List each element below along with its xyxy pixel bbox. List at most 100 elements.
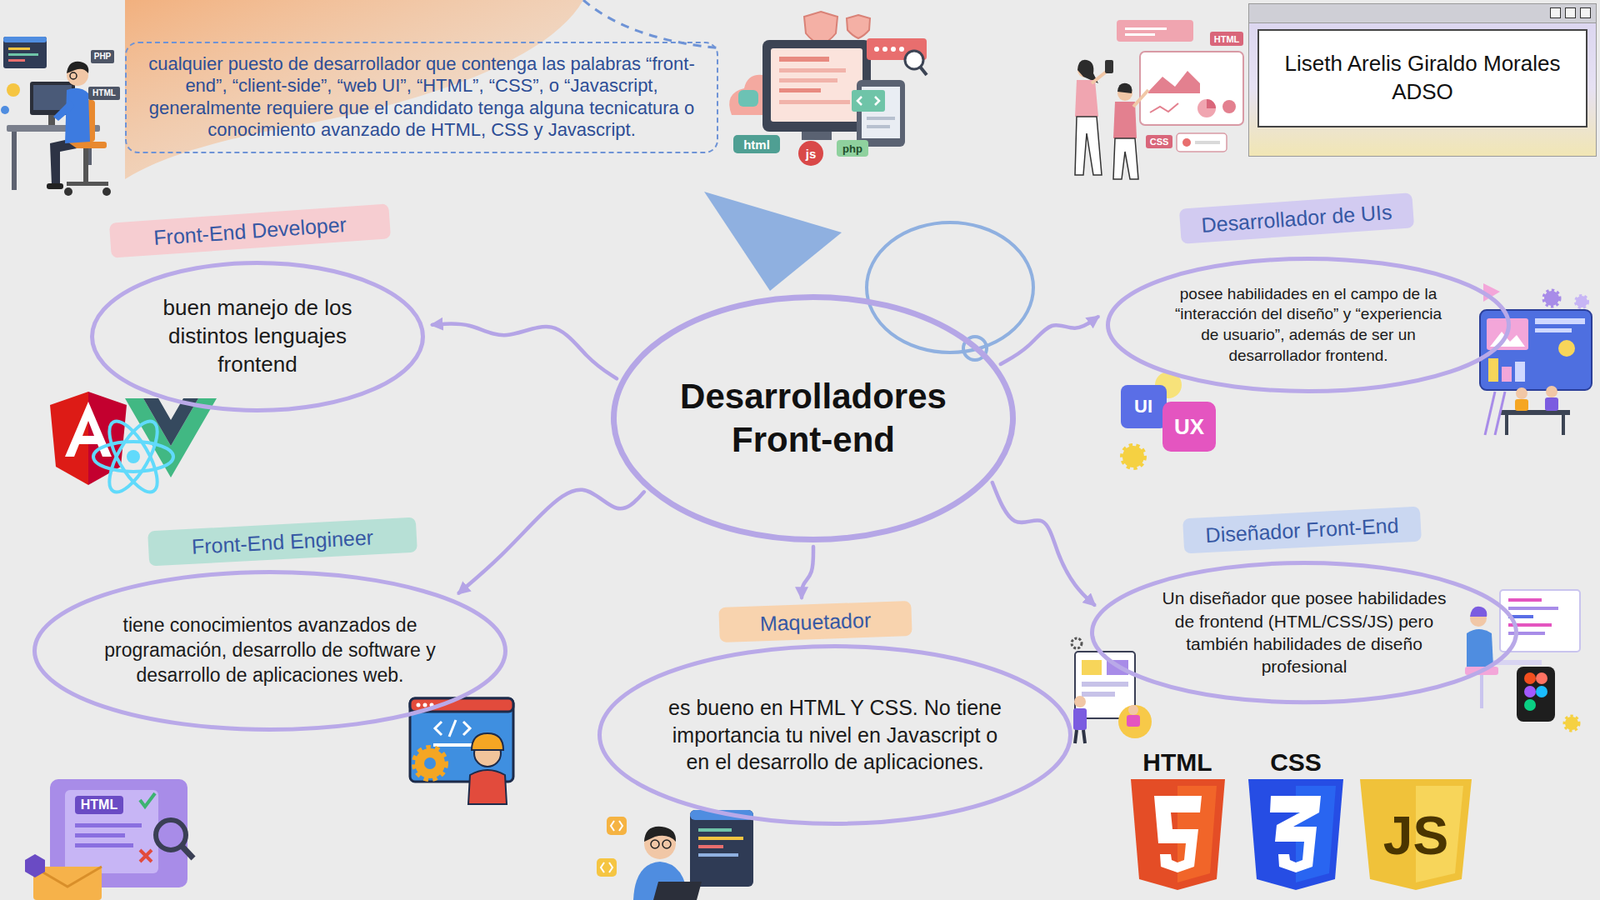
team-dashboard [1075, 80, 1099, 117]
role-node: Front-End Engineertiene conocimientos av… [31, 524, 509, 733]
role-description: posee habilidades en el campo de la “int… [1166, 284, 1450, 367]
ui-screen-illustration [1535, 328, 1572, 333]
developer-figure [0, 36, 120, 196]
web-security-icon [779, 88, 821, 93]
team-dashboard [1197, 99, 1216, 118]
window-button [1550, 7, 1561, 19]
web-security-icon [779, 56, 830, 62]
designer-desk-illustration [1508, 598, 1542, 602]
developer-figure [3, 36, 47, 43]
developer-figure [11, 131, 17, 190]
branch-arrow [432, 323, 617, 379]
developer-figure [6, 83, 20, 97]
html-card-icon [65, 790, 159, 874]
web-security-icon [866, 116, 895, 120]
maquetador-figure [606, 816, 627, 835]
team-dashboard [1113, 138, 1139, 180]
web-security-icon [874, 46, 880, 52]
tag-label: CSS [1150, 137, 1170, 147]
branch-arrow [801, 546, 814, 598]
web-security-icon [866, 125, 890, 129]
designer-board-illustration [1081, 681, 1129, 687]
web-security-icon [851, 90, 885, 112]
role-description: es bueno en HTML Y CSS. No tiene importa… [668, 694, 1002, 776]
blue-pointer [704, 191, 842, 291]
ellipse-outline [614, 297, 1014, 540]
role-heading: Desarrollador de UIs [1179, 192, 1415, 244]
designer-desk-illustration [1524, 685, 1536, 698]
window-button [1580, 7, 1591, 19]
designer-board-illustration [1083, 730, 1085, 744]
developer-figure [8, 47, 30, 50]
maquetador-figure [600, 862, 613, 873]
tag-label: HTML [80, 798, 118, 812]
ellipse-outline [1108, 259, 1510, 392]
cube-label: UX [1174, 415, 1205, 438]
ui-screen-illustration [1535, 318, 1585, 325]
web-language-logos [1154, 795, 1202, 873]
framework-logos [93, 441, 174, 472]
maquetador-figure [650, 840, 660, 849]
designer-desk-illustration [1535, 672, 1548, 685]
ui-ux-icon [1162, 401, 1216, 452]
ellipse-outline [1092, 562, 1517, 702]
maquetador-figure [698, 853, 739, 857]
maquetador-figure [698, 828, 732, 832]
designer-desk-illustration [1535, 685, 1548, 698]
role-node: Diseñador Front-EndUn diseñador que pose… [1089, 512, 1520, 705]
web-security-icon [798, 140, 824, 166]
web-security-icon [779, 78, 838, 83]
team-dashboard [1075, 20, 1244, 180]
ui-ux-icon [1120, 371, 1216, 468]
developer-figure [0, 105, 10, 115]
html-card-icon [140, 850, 152, 862]
web-security-icon [857, 96, 880, 105]
designer-desk-illustration [1508, 631, 1545, 635]
designer-board-illustration [1118, 705, 1152, 739]
role-heading: Front-End Developer [109, 203, 391, 258]
ui-screen-illustration [1544, 290, 1560, 306]
web-security-icon [729, 11, 927, 166]
ellipse-outline [610, 293, 1017, 544]
maquetador-figure [690, 810, 754, 887]
html-card-icon [155, 820, 186, 850]
team-dashboard [1117, 83, 1132, 94]
maquetador-figure [596, 810, 754, 900]
ellipse-outline [35, 572, 506, 730]
branch-arrow [992, 482, 1095, 605]
team-dashboard [1145, 135, 1173, 149]
branch-arrow [459, 490, 645, 594]
team-dashboard [1210, 31, 1244, 46]
web-security-icon [779, 100, 850, 105]
designer-board-illustration [1126, 715, 1140, 727]
developer-figure [50, 140, 77, 185]
ui-screen-illustration [1488, 358, 1499, 382]
engineer-icon [423, 703, 428, 708]
ui-screen-illustration [1558, 340, 1575, 357]
ui-screen-illustration [1545, 385, 1558, 398]
developer-figure [102, 187, 111, 196]
ui-screen-illustration [1575, 295, 1588, 308]
author-window: Liseth Arelis Giraldo Morales ADSO [1248, 3, 1597, 157]
branch-arrow [1000, 316, 1099, 365]
team-dashboard [1125, 33, 1155, 36]
team-dashboard [1105, 60, 1114, 74]
developer-figure [53, 100, 75, 121]
web-security-icon [733, 135, 780, 154]
html-card-icon [75, 833, 125, 838]
framework-logos [100, 414, 166, 499]
tag-label: html [743, 138, 770, 151]
html-card-icon [181, 845, 194, 859]
html-card-icon [75, 843, 134, 848]
team-dashboard [1133, 90, 1149, 107]
maquetador-figure [610, 820, 623, 831]
maquetador-figure [662, 840, 671, 849]
designer-board-illustration [1073, 708, 1087, 730]
ellipse-outline [1089, 560, 1520, 705]
ui-ux-icon [1120, 385, 1167, 429]
ui-screen-illustration [1480, 283, 1592, 435]
tag-label: HTML [92, 89, 116, 98]
role-ellipse: Un diseñador que posee habilidades de fr… [1089, 560, 1520, 705]
maquetador-figure [698, 845, 724, 849]
ui-screen-illustration [1515, 387, 1528, 400]
